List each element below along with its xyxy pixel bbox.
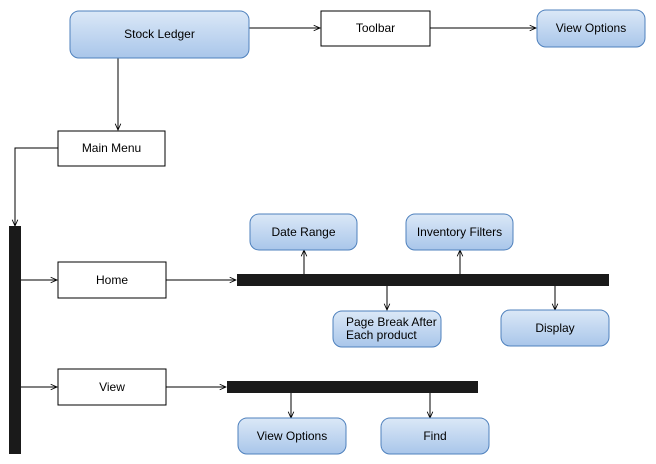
- stock-ledger-label: Stock Ledger: [124, 27, 195, 41]
- display-node: Display: [500, 309, 610, 347]
- view-options-bottom-label: View Options: [257, 429, 327, 443]
- connectors: [15, 28, 555, 418]
- toolbar-label: Toolbar: [356, 21, 395, 35]
- find-node: Find: [380, 417, 490, 455]
- page-break-label-line1: Page Break After: [346, 315, 437, 329]
- view-options-top-node: View Options: [536, 9, 646, 48]
- connector-main-menu-to-bar: [15, 147, 58, 226]
- page-break-node: Page Break After Each product: [332, 310, 442, 348]
- inventory-filters-node: Inventory Filters: [405, 213, 514, 251]
- stock-ledger-node: Stock Ledger: [69, 10, 250, 59]
- toolbar-node: Toolbar: [320, 10, 431, 47]
- page-break-label-line2: Each product: [346, 328, 417, 342]
- home-label: Home: [96, 273, 128, 287]
- inventory-filters-label: Inventory Filters: [417, 225, 502, 239]
- view-label: View: [99, 380, 125, 394]
- date-range-label: Date Range: [271, 225, 335, 239]
- display-label: Display: [535, 321, 574, 335]
- view-options-bottom-node: View Options: [237, 417, 347, 455]
- home-node: Home: [57, 261, 167, 299]
- view-node: View: [57, 368, 167, 406]
- date-range-node: Date Range: [249, 213, 358, 251]
- main-menu-label: Main Menu: [82, 141, 141, 155]
- main-menu-node: Main Menu: [57, 130, 166, 167]
- vertical-bar: [9, 226, 21, 454]
- view-options-top-label: View Options: [556, 21, 626, 35]
- find-label: Find: [423, 429, 446, 443]
- view-bar: [227, 381, 478, 393]
- home-bar: [237, 274, 609, 286]
